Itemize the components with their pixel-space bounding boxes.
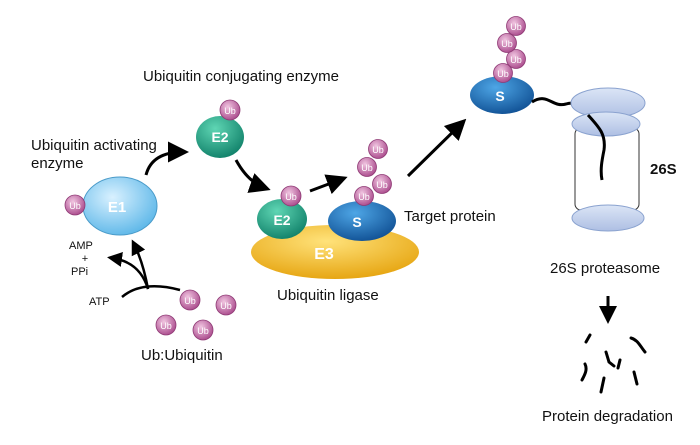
label-ppi: PPi	[71, 266, 89, 278]
label-ubiquitin-ligase: Ubiquitin ligase	[277, 287, 379, 304]
ub-label: Ub	[197, 326, 209, 336]
e2-top-label: E2	[211, 129, 228, 145]
ubiquitin	[354, 186, 374, 206]
ubiquitin	[215, 294, 237, 316]
e2-enzyme-top	[196, 116, 244, 158]
ubiquitin	[155, 314, 177, 336]
ub-loading-arrow	[131, 239, 150, 290]
ubiquitin	[357, 157, 377, 177]
tagged-substrate-label: S	[495, 88, 504, 104]
ubiquitin	[179, 289, 201, 311]
ubiquitin	[506, 16, 526, 36]
ub-label: Ub	[501, 39, 513, 49]
substrate-protein	[328, 201, 396, 241]
e3-label: E3	[314, 246, 334, 263]
ubiquitin	[506, 49, 526, 69]
ub-label: Ub	[69, 201, 81, 211]
label-ubiquitin-activating-line2: enzyme	[31, 155, 84, 172]
ub-label: Ub	[358, 192, 370, 202]
arrow-e2-to-e3	[234, 159, 271, 193]
proteasome-cap-top-2	[571, 111, 641, 137]
ubiquitin	[493, 63, 513, 83]
ubiquitin	[192, 319, 214, 341]
ubiquitin-chain-tagged: Ub Ub Ub Ub	[493, 16, 526, 83]
proteasome-26s	[570, 87, 646, 232]
ub-label: Ub	[372, 145, 384, 155]
label-protein-degradation: Protein degradation	[542, 408, 673, 425]
e2-enzyme-complex	[257, 199, 307, 239]
arrow-e1-to-e2	[144, 141, 189, 176]
label-ubiquitin-activating-line1: Ubiquitin activating	[31, 137, 157, 154]
label-plus: +	[81, 253, 89, 265]
ub-label: Ub	[285, 192, 297, 202]
ub-label: Ub	[184, 296, 196, 306]
ub-label: Ub	[376, 180, 388, 190]
ub-label: Ub	[510, 22, 522, 32]
substrate-in-proteasome	[586, 113, 606, 181]
tagged-substrate	[470, 76, 534, 114]
ubiquitin	[372, 174, 392, 194]
ub-label: Ub	[361, 163, 373, 173]
label-ub-definition: Ub:Ubiquitin	[141, 347, 223, 364]
arrow-chain-build	[309, 174, 348, 195]
ubiquitin	[497, 33, 517, 53]
label-ubiquitin-conjugating-enzyme: Ubiquitin conjugating enzyme	[143, 68, 339, 85]
substrate-label: S	[352, 214, 361, 230]
ubiquitin	[368, 139, 388, 159]
ub-label: Ub	[510, 55, 522, 65]
e1-label: E1	[108, 199, 126, 216]
ub-label: Ub	[224, 106, 236, 116]
proteasome-cap-bottom	[571, 204, 645, 232]
ub-label: Ub	[160, 321, 172, 331]
arrow-to-tagged-substrate	[406, 118, 467, 178]
label-26s: 26S	[650, 161, 677, 178]
label-target-protein: Target protein	[404, 208, 496, 225]
e2-top-ubiquitin	[219, 99, 241, 121]
label-atp: ATP	[89, 296, 110, 308]
peptide-fragments	[580, 333, 647, 394]
label-26s-proteasome: 26S proteasome	[550, 260, 661, 277]
e2-complex-label: E2	[273, 212, 290, 228]
atp-consumption-arrow	[121, 285, 181, 298]
e1-ubiquitin	[64, 194, 86, 216]
ubiquitin-chain-ligase: Ub Ub Ub Ub	[354, 139, 392, 206]
label-amp: AMP	[69, 240, 93, 252]
free-ubiquitin-pool: Ub Ub Ub Ub	[155, 289, 237, 341]
ub-label: Ub	[497, 69, 509, 79]
ub-label: Ub	[220, 301, 232, 311]
e2-complex-ubiquitin	[280, 185, 302, 207]
